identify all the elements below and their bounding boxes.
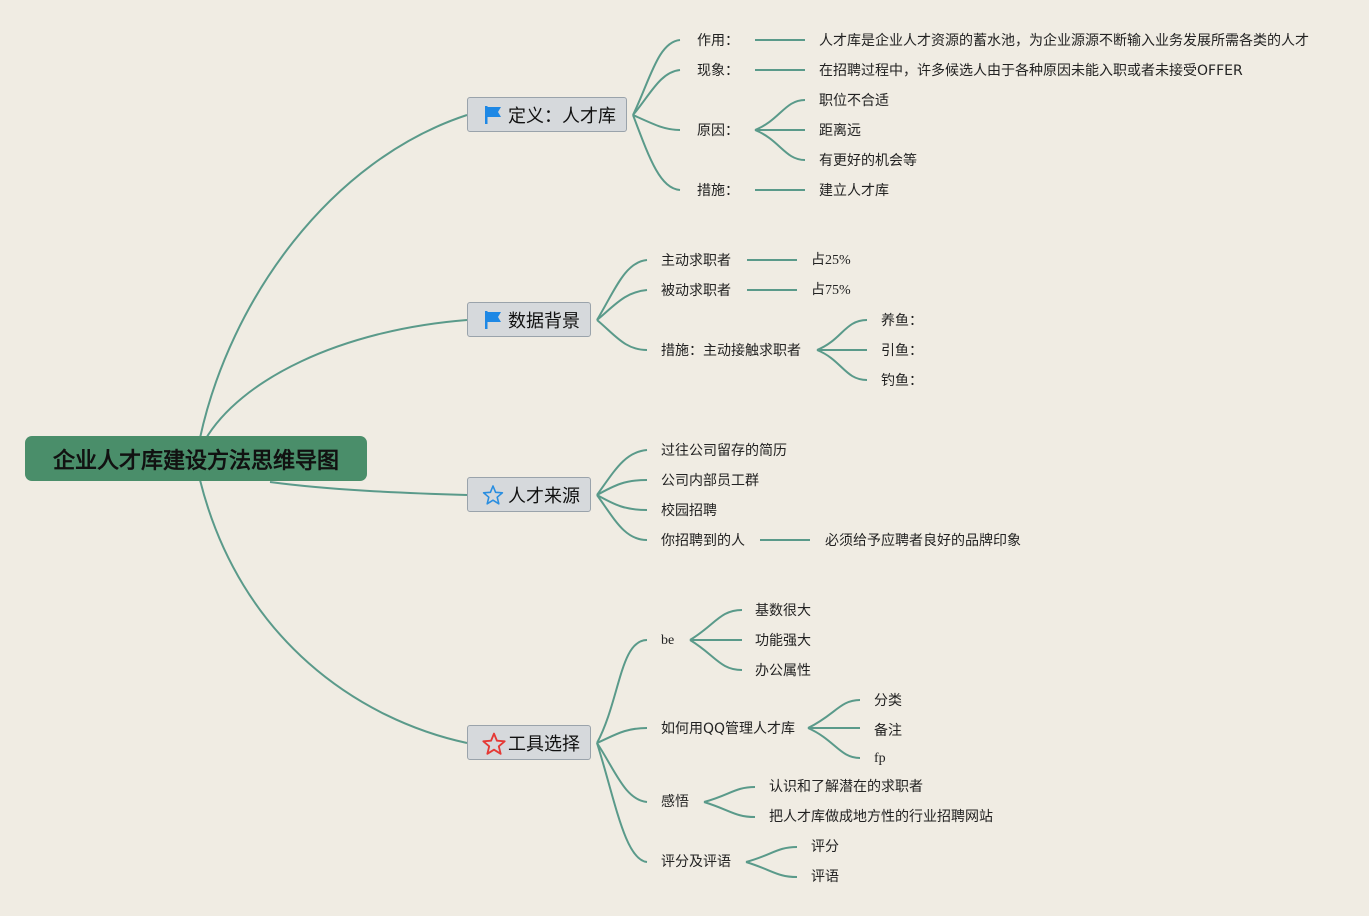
node-active-share[interactable]: 占25% [811, 253, 851, 268]
topic-definition[interactable]: 定义：人才库 [467, 97, 627, 132]
node-reason-child[interactable]: 职位不合适 [819, 93, 889, 109]
node-measure-child[interactable]: 钓鱼： [881, 373, 923, 389]
node-reason-label[interactable]: 原因： [697, 123, 739, 139]
node-passive-seekers[interactable]: 被动求职者 [661, 283, 731, 299]
node-source-item-value[interactable]: 必须给予应聘者良好的品牌印象 [825, 533, 1021, 549]
node-insight-child[interactable]: 认识和了解潜在的求职者 [769, 779, 923, 795]
node-phenomenon-label[interactable]: 现象： [697, 63, 739, 79]
node-rating[interactable]: 评分及评语 [661, 854, 731, 870]
node-measure-label[interactable]: 措施： [697, 183, 739, 199]
node-measure-child[interactable]: 养鱼： [881, 313, 923, 329]
node-be[interactable]: be [661, 633, 675, 648]
node-qq[interactable]: 如何用QQ管理人才库 [661, 721, 796, 737]
node-qq-child[interactable]: fp [874, 751, 886, 766]
star-outline-icon [482, 484, 504, 506]
node-source-item[interactable]: 你招聘到的人 [661, 533, 745, 549]
topic-tools-label: 工具选择 [508, 733, 580, 755]
node-role-label[interactable]: 作用： [697, 33, 739, 49]
topic-data-label: 数据背景 [508, 310, 580, 332]
node-be-child[interactable]: 办公属性 [755, 663, 811, 679]
flag-icon [482, 309, 504, 331]
topic-source-label: 人才来源 [508, 485, 580, 507]
node-measure-value[interactable]: 建立人才库 [819, 183, 889, 199]
node-be-child[interactable]: 基数很大 [755, 603, 811, 619]
node-be-child[interactable]: 功能强大 [755, 633, 811, 649]
node-qq-child[interactable]: 备注 [874, 723, 902, 739]
node-source-item[interactable]: 公司内部员工群 [661, 473, 759, 489]
topic-data-background[interactable]: 数据背景 [467, 302, 591, 337]
flag-icon [482, 104, 504, 126]
node-phenomenon-value[interactable]: 在招聘过程中，许多候选人由于各种原因未能入职或者未接受OFFER [819, 63, 1243, 79]
node-rating-child[interactable]: 评分 [811, 839, 839, 855]
node-active-seekers[interactable]: 主动求职者 [661, 253, 731, 269]
node-passive-share[interactable]: 占75% [811, 283, 851, 298]
topic-talent-source[interactable]: 人才来源 [467, 477, 591, 512]
node-source-item[interactable]: 校园招聘 [661, 503, 717, 519]
node-qq-child[interactable]: 分类 [874, 693, 902, 709]
node-insight-child[interactable]: 把人才库做成地方性的行业招聘网站 [769, 809, 993, 825]
topic-tool-selection[interactable]: 工具选择 [467, 725, 591, 760]
star-red-icon [482, 732, 506, 755]
node-reason-child[interactable]: 距离远 [819, 123, 861, 139]
topic-definition-label: 定义：人才库 [508, 105, 616, 127]
node-reason-child[interactable]: 有更好的机会等 [819, 153, 917, 169]
node-role-value[interactable]: 人才库是企业人才资源的蓄水池，为企业源源不断输入业务发展所需各类的人才 [819, 33, 1309, 49]
node-data-measure[interactable]: 措施：主动接触求职者 [661, 343, 801, 359]
node-source-item[interactable]: 过往公司留存的简历 [661, 443, 787, 459]
node-insight[interactable]: 感悟 [661, 794, 689, 810]
node-rating-child[interactable]: 评语 [811, 869, 839, 885]
node-measure-child[interactable]: 引鱼： [881, 343, 923, 359]
root-topic[interactable]: 企业人才库建设方法思维导图 [25, 436, 367, 481]
root-title: 企业人才库建设方法思维导图 [52, 448, 339, 474]
